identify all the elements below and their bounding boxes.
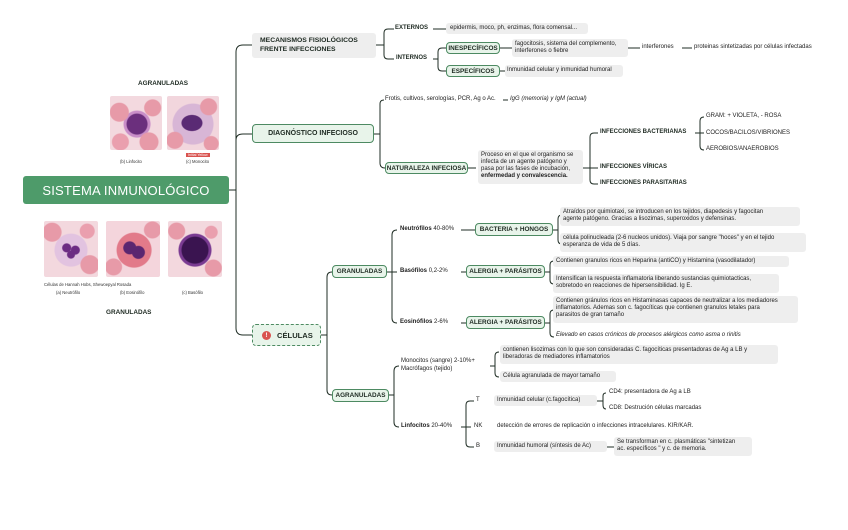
externos-node[interactable]: EXTERNOS xyxy=(395,25,428,31)
cocos-item: COCOS/BACILOS/VIBRIONES xyxy=(706,130,790,137)
cd8-item: CD8: Destrución células marcadas xyxy=(609,405,701,412)
caption-monocito: (c) Monocito xyxy=(186,159,209,164)
b-label[interactable]: B xyxy=(476,443,480,450)
t-desc: Inmunidad celular (c.fagocítica) xyxy=(497,397,580,404)
linfocitos-pct: 20-40% xyxy=(431,423,452,429)
neu1-l2: agente patógeno. Gracias a lisozimas, su… xyxy=(563,216,736,223)
neutrofilos-pct: 40-80% xyxy=(433,226,454,232)
infecciones-bacterianas-node[interactable]: INFECCIONES BACTERIANAS xyxy=(600,129,686,135)
basofilos-node[interactable]: Basófilos 0,2-2% xyxy=(400,268,448,275)
eos2: Elevado en casos crónicos de procesos al… xyxy=(556,332,741,339)
diagnostico-igg: IgG (memoria) y IgM (actual) xyxy=(510,96,587,103)
bas1: Contienen granulos ricos en Heparina (an… xyxy=(556,258,755,265)
infecciones-viricas-node[interactable]: INFECCIONES VÍRICAS xyxy=(600,164,667,170)
celulas-title: CÉLULAS xyxy=(277,331,313,340)
basofilos-pct: 0,2-2% xyxy=(429,268,448,274)
eosinofilos-node[interactable]: Eosinófilos 2-6% xyxy=(400,319,448,326)
cd4-item: CD4: presentadora de Ag a LB xyxy=(609,389,691,396)
bas2-l2: sobretodo en reacciones de hipersensibil… xyxy=(556,283,692,290)
mono2: Célula agranulada de mayor tamaño xyxy=(503,373,600,380)
agranuladas-node[interactable]: AGRANULADAS xyxy=(332,389,389,402)
granuladas-node[interactable]: GRANULADAS xyxy=(332,265,387,278)
caption-eosinofilo: (b) Eosinófilo xyxy=(120,290,144,295)
nk-label[interactable]: NK xyxy=(474,423,482,430)
basofilo-image xyxy=(168,221,222,277)
eosinofilo-image xyxy=(106,221,160,277)
eosinofilos-tag[interactable]: ALERGIA + PARÁSITOS xyxy=(466,316,545,329)
b-desc: Inmunidad humoral (síntesis de Ac) xyxy=(497,443,591,450)
linfocitos-node[interactable]: Linfocitos 20-40% xyxy=(401,423,452,430)
monocitos-l1[interactable]: Monocitos (sangre) 2-10%+ xyxy=(401,358,475,365)
proceso-l4: enfermedad y convalescencia. xyxy=(481,173,568,180)
b-plasma-l2: ac. específicos " y c. de memoria. xyxy=(617,446,707,453)
aerobios-item: AEROBIOS/ANAEROBIOS xyxy=(706,146,779,153)
internos-node[interactable]: INTERNOS xyxy=(396,55,427,61)
neu2-l2: esperanza de vida de 5 días. xyxy=(563,242,640,249)
granuladas-images-title: GRANULADAS xyxy=(106,309,151,316)
alert-icon: ! xyxy=(262,331,271,340)
neutrofilos-tag[interactable]: BACTERIA + HONGOS xyxy=(475,223,553,236)
mecanismos-title-l1: MECANISMOS FISIOLÓGICOS xyxy=(260,37,358,44)
t-label[interactable]: T xyxy=(476,397,480,404)
nk-desc: detección de errores de replicación o in… xyxy=(497,423,693,430)
eosinofilos-name: Eosinófilos xyxy=(400,319,432,325)
diagnostico-tests: Frotis, cultivos, serologías, PCR, Ag o … xyxy=(385,96,496,103)
infecciones-parasitarias-node[interactable]: INFECCIONES PARASITARIAS xyxy=(600,180,687,186)
interferones-desc: proteinas sintetizadas por células infec… xyxy=(694,44,812,51)
basofilos-tag[interactable]: ALERGIA + PARÁSITOS xyxy=(466,265,545,278)
interferones-node[interactable]: interferones xyxy=(642,44,674,51)
mecanismos-title-l2: FRENTE INFECCIONES xyxy=(260,46,336,53)
root-title: SISTEMA INMUNOLÓGICO xyxy=(42,183,209,198)
inespecificos-node[interactable]: INESPECÍFICOS xyxy=(446,42,500,54)
especificos-node[interactable]: ESPECÍFICOS xyxy=(446,65,500,77)
neutrofilos-node[interactable]: Neutrófilos 40-80% xyxy=(400,226,454,233)
especificos-desc: Inmunidad celular y inmunidad humoral xyxy=(507,67,612,74)
monocitos-l2[interactable]: Macrófagos (tejido) xyxy=(401,366,452,373)
caption-source: Células de Hannah Hobs, Shewoepyal Rosad… xyxy=(44,282,131,287)
caption-tag: Initial Yellow xyxy=(186,153,210,157)
caption-neutrofilo: (a) Neutrófilo xyxy=(56,290,80,295)
neutrofilos-name: Neutrófilos xyxy=(400,226,432,232)
eos1-l3: parasitos de gran tamaño xyxy=(556,312,624,319)
celulas-node[interactable]: ! CÉLULAS xyxy=(252,324,321,346)
naturaleza-node[interactable]: NATURALEZA INFECIOSA xyxy=(385,162,468,174)
linfocito-image xyxy=(110,96,162,150)
caption-linfocito: (b) Linfocito xyxy=(120,159,142,164)
externos-desc: epidermis, moco, ph, enzimas, flora come… xyxy=(450,25,577,32)
monocito-image xyxy=(167,96,219,150)
root-node[interactable]: SISTEMA INMUNOLÓGICO xyxy=(23,176,229,204)
linfocitos-name: Linfocitos xyxy=(401,423,430,429)
agranuladas-images-title: AGRANULADAS xyxy=(138,80,188,87)
caption-basofilo: (c) Basófilo xyxy=(182,290,203,295)
mono1-l2: liberadoras de mediadores inflamatorios xyxy=(503,354,610,361)
diagnostico-node[interactable]: DIAGNÓSTICO INFECIOSO xyxy=(252,124,374,143)
gram-item: GRAM: + VIOLETA, - ROSA xyxy=(706,113,781,120)
neutrofilo-image xyxy=(44,221,98,277)
eosinofilos-pct: 2-6% xyxy=(434,319,448,325)
basofilos-name: Basófilos xyxy=(400,268,427,274)
inespecificos-desc-l2: interferones o fiebre xyxy=(515,48,568,55)
